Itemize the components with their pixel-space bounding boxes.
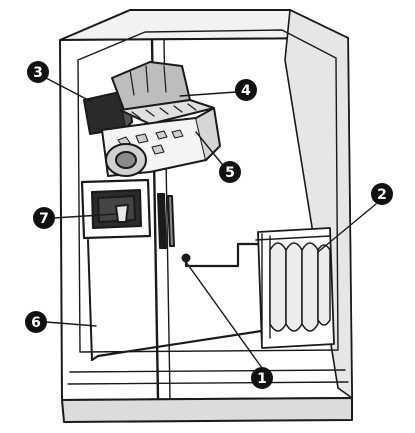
callout-2: 2 — [371, 183, 393, 205]
callout-3: 3 — [27, 61, 49, 83]
kick-plate — [62, 398, 352, 422]
water-reservoir-coil — [256, 228, 334, 348]
callout-6-label: 6 — [31, 315, 41, 331]
callout-5-label: 5 — [225, 165, 235, 181]
callout-1: 1 — [251, 367, 273, 389]
callout-4-label: 4 — [241, 83, 251, 99]
callout-4: 4 — [235, 79, 257, 101]
callout-5: 5 — [219, 161, 241, 183]
callout-7-label: 7 — [39, 211, 49, 227]
callout-2-label: 2 — [377, 187, 387, 203]
callout-7: 7 — [33, 207, 55, 229]
callout-1-label: 1 — [257, 371, 267, 387]
callout-3-label: 3 — [33, 65, 43, 81]
callout-6: 6 — [25, 311, 47, 333]
dispenser-cup — [116, 205, 128, 222]
